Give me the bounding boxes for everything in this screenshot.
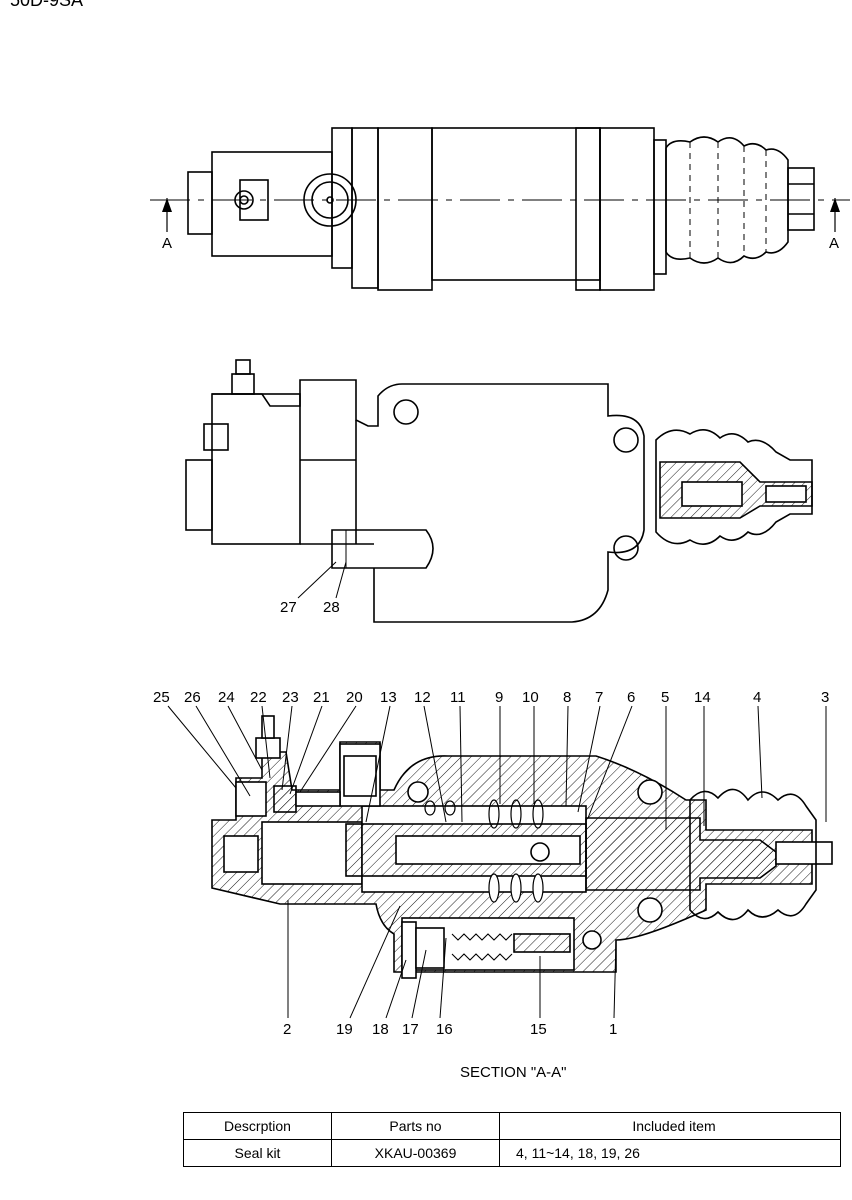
section-callouts-top: 25 26 24 22 23 21 20 13 12 11 9 10 8 7 6… bbox=[153, 689, 829, 706]
callout-12: 12 bbox=[414, 689, 431, 706]
callout-25: 25 bbox=[153, 689, 170, 706]
callout-10: 10 bbox=[522, 689, 539, 706]
header-parts-no: Parts no bbox=[331, 1112, 500, 1140]
cell-parts-no: XKAU-00369 bbox=[331, 1139, 500, 1167]
callout-26: 26 bbox=[184, 689, 201, 706]
callout-8: 8 bbox=[563, 689, 571, 706]
callout-5: 5 bbox=[661, 689, 669, 706]
section-mark-right: A bbox=[829, 235, 839, 252]
callout-14: 14 bbox=[694, 689, 711, 706]
callout-1: 1 bbox=[609, 1021, 617, 1038]
callout-13: 13 bbox=[380, 689, 397, 706]
callout-4: 4 bbox=[753, 689, 761, 706]
callout-7: 7 bbox=[595, 689, 603, 706]
callout-16: 16 bbox=[436, 1021, 453, 1038]
callout-20: 20 bbox=[346, 689, 363, 706]
callout-23: 23 bbox=[282, 689, 299, 706]
callout-15: 15 bbox=[530, 1021, 547, 1038]
callout-2: 2 bbox=[283, 1021, 291, 1038]
section-mark-left: A bbox=[162, 235, 172, 252]
top-view bbox=[150, 127, 850, 291]
callout-9: 9 bbox=[495, 689, 503, 706]
cell-included-item: 4, 11~14, 18, 19, 26 bbox=[499, 1139, 841, 1167]
cell-description: Seal kit bbox=[183, 1139, 332, 1167]
table-row: Seal kit XKAU-00369 4, 11~14, 18, 19, 26 bbox=[183, 1139, 841, 1167]
header-included-item: Included item bbox=[499, 1112, 841, 1140]
callout-6: 6 bbox=[627, 689, 635, 706]
parts-table: Descrption Parts no Included item Seal k… bbox=[183, 1112, 841, 1167]
callout-27: 27 bbox=[280, 599, 297, 616]
callout-11: 11 bbox=[450, 689, 466, 706]
section-callouts-bottom: 2 19 18 17 16 15 1 bbox=[283, 1021, 617, 1038]
parts-table-header: Descrption Parts no Included item bbox=[183, 1112, 841, 1140]
callout-21: 21 bbox=[313, 689, 330, 706]
section-view bbox=[167, 705, 833, 1019]
callout-18: 18 bbox=[372, 1021, 389, 1038]
side-view bbox=[185, 359, 813, 623]
callout-17: 17 bbox=[402, 1021, 419, 1038]
header-description: Descrption bbox=[183, 1112, 332, 1140]
callout-3: 3 bbox=[821, 689, 829, 706]
callout-28: 28 bbox=[323, 599, 340, 616]
section-caption: SECTION "A-A" bbox=[460, 1064, 567, 1081]
callout-19: 19 bbox=[336, 1021, 353, 1038]
callout-22: 22 bbox=[250, 689, 267, 706]
callout-24: 24 bbox=[218, 689, 235, 706]
model-label: 50D-9SA bbox=[10, 0, 84, 10]
